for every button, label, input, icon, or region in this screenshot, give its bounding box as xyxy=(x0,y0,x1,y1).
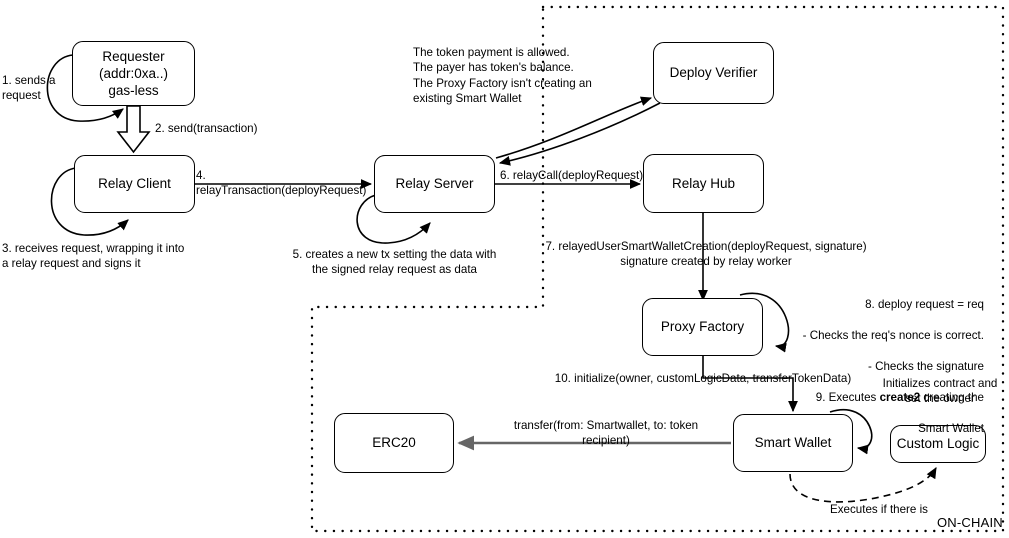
node-relay-server-label: Relay Server xyxy=(395,176,474,192)
node-relay-hub-label: Relay Hub xyxy=(671,175,736,191)
label-step-5: 5. creates a new tx setting the data wit… xyxy=(292,248,497,277)
label-step-6: 6. relayCall(deployRequest) xyxy=(500,169,644,182)
label-step-2: 2. send(transaction) xyxy=(155,122,258,135)
node-relay-client-label: Relay Client xyxy=(98,176,171,192)
label-step-4: 4. relayTransaction(deployRequest) xyxy=(196,169,367,198)
label-executes-if-there-is: Executes if there is xyxy=(830,503,928,516)
onchain-boundary xyxy=(310,5,1005,533)
label-initializes-contract: Initializes contract and set the owner xyxy=(882,377,998,406)
arrow-executes-if-there-is xyxy=(789,467,937,503)
arrow-server-to-verifier xyxy=(495,96,653,159)
arrow-relay-client-self xyxy=(50,167,129,236)
node-smart-wallet-label: Smart Wallet xyxy=(754,435,832,451)
label-step-7: 7. relayedUserSmartWalletCreation(deploy… xyxy=(545,240,867,269)
node-proxy-factory[interactable]: Proxy Factory xyxy=(642,298,763,356)
node-requester-label: Requester (addr:0xa..) gas-less xyxy=(98,48,169,99)
label-step-9-prefix: 9. Executes xyxy=(815,390,880,404)
label-step-1: 1. sends a request xyxy=(2,74,56,103)
arrow-requester-self xyxy=(46,54,124,122)
label-step-3: 3. receives request, wrapping it into a … xyxy=(2,242,185,271)
node-deploy-verifier[interactable]: Deploy Verifier xyxy=(653,42,774,104)
arrow-verifier-to-server xyxy=(498,102,661,166)
node-custom-logic-label: Custom Logic xyxy=(896,436,980,452)
node-requester[interactable]: Requester (addr:0xa..) gas-less xyxy=(72,41,195,106)
label-step-8-9: 8. deploy request = req - Checks the req… xyxy=(786,282,984,436)
arrow-proxy-factory-self xyxy=(739,292,790,353)
node-custom-logic[interactable]: Custom Logic xyxy=(890,425,986,463)
node-deploy-verifier-label: Deploy Verifier xyxy=(669,65,758,81)
label-deploy-verifier-note: The token payment is allowed. The payer … xyxy=(413,46,592,106)
label-transfer: transfer(from: Smartwallet, to: token re… xyxy=(513,419,699,448)
label-step-10: 10. initialize(owner, customLogicData, t… xyxy=(554,372,852,385)
node-erc20-label: ERC20 xyxy=(372,435,416,451)
arrow-send-transaction xyxy=(116,105,151,154)
label-step-8-line-1: 8. deploy request = req xyxy=(865,298,984,312)
label-step-8-line-3: - Checks the signature xyxy=(868,360,984,374)
node-relay-server[interactable]: Relay Server xyxy=(374,155,495,213)
node-erc20[interactable]: ERC20 xyxy=(334,413,454,473)
node-smart-wallet[interactable]: Smart Wallet xyxy=(733,414,853,472)
label-step-9-create2: create2 xyxy=(879,390,921,404)
label-step-9-line-2: Smart Wallet xyxy=(918,421,984,435)
label-step-9-suffix: creating the xyxy=(920,390,984,404)
arrow-initialize xyxy=(702,355,798,413)
label-on-chain: ON-CHAIN xyxy=(937,515,1003,530)
label-step-8-line-2: - Checks the req's nonce is correct. xyxy=(802,329,984,343)
arrow-relay-server-self xyxy=(356,194,431,244)
node-relay-client[interactable]: Relay Client xyxy=(74,155,195,213)
node-relay-hub[interactable]: Relay Hub xyxy=(643,154,764,213)
node-proxy-factory-label: Proxy Factory xyxy=(660,319,745,335)
arrow-smart-wallet-self xyxy=(829,409,873,455)
